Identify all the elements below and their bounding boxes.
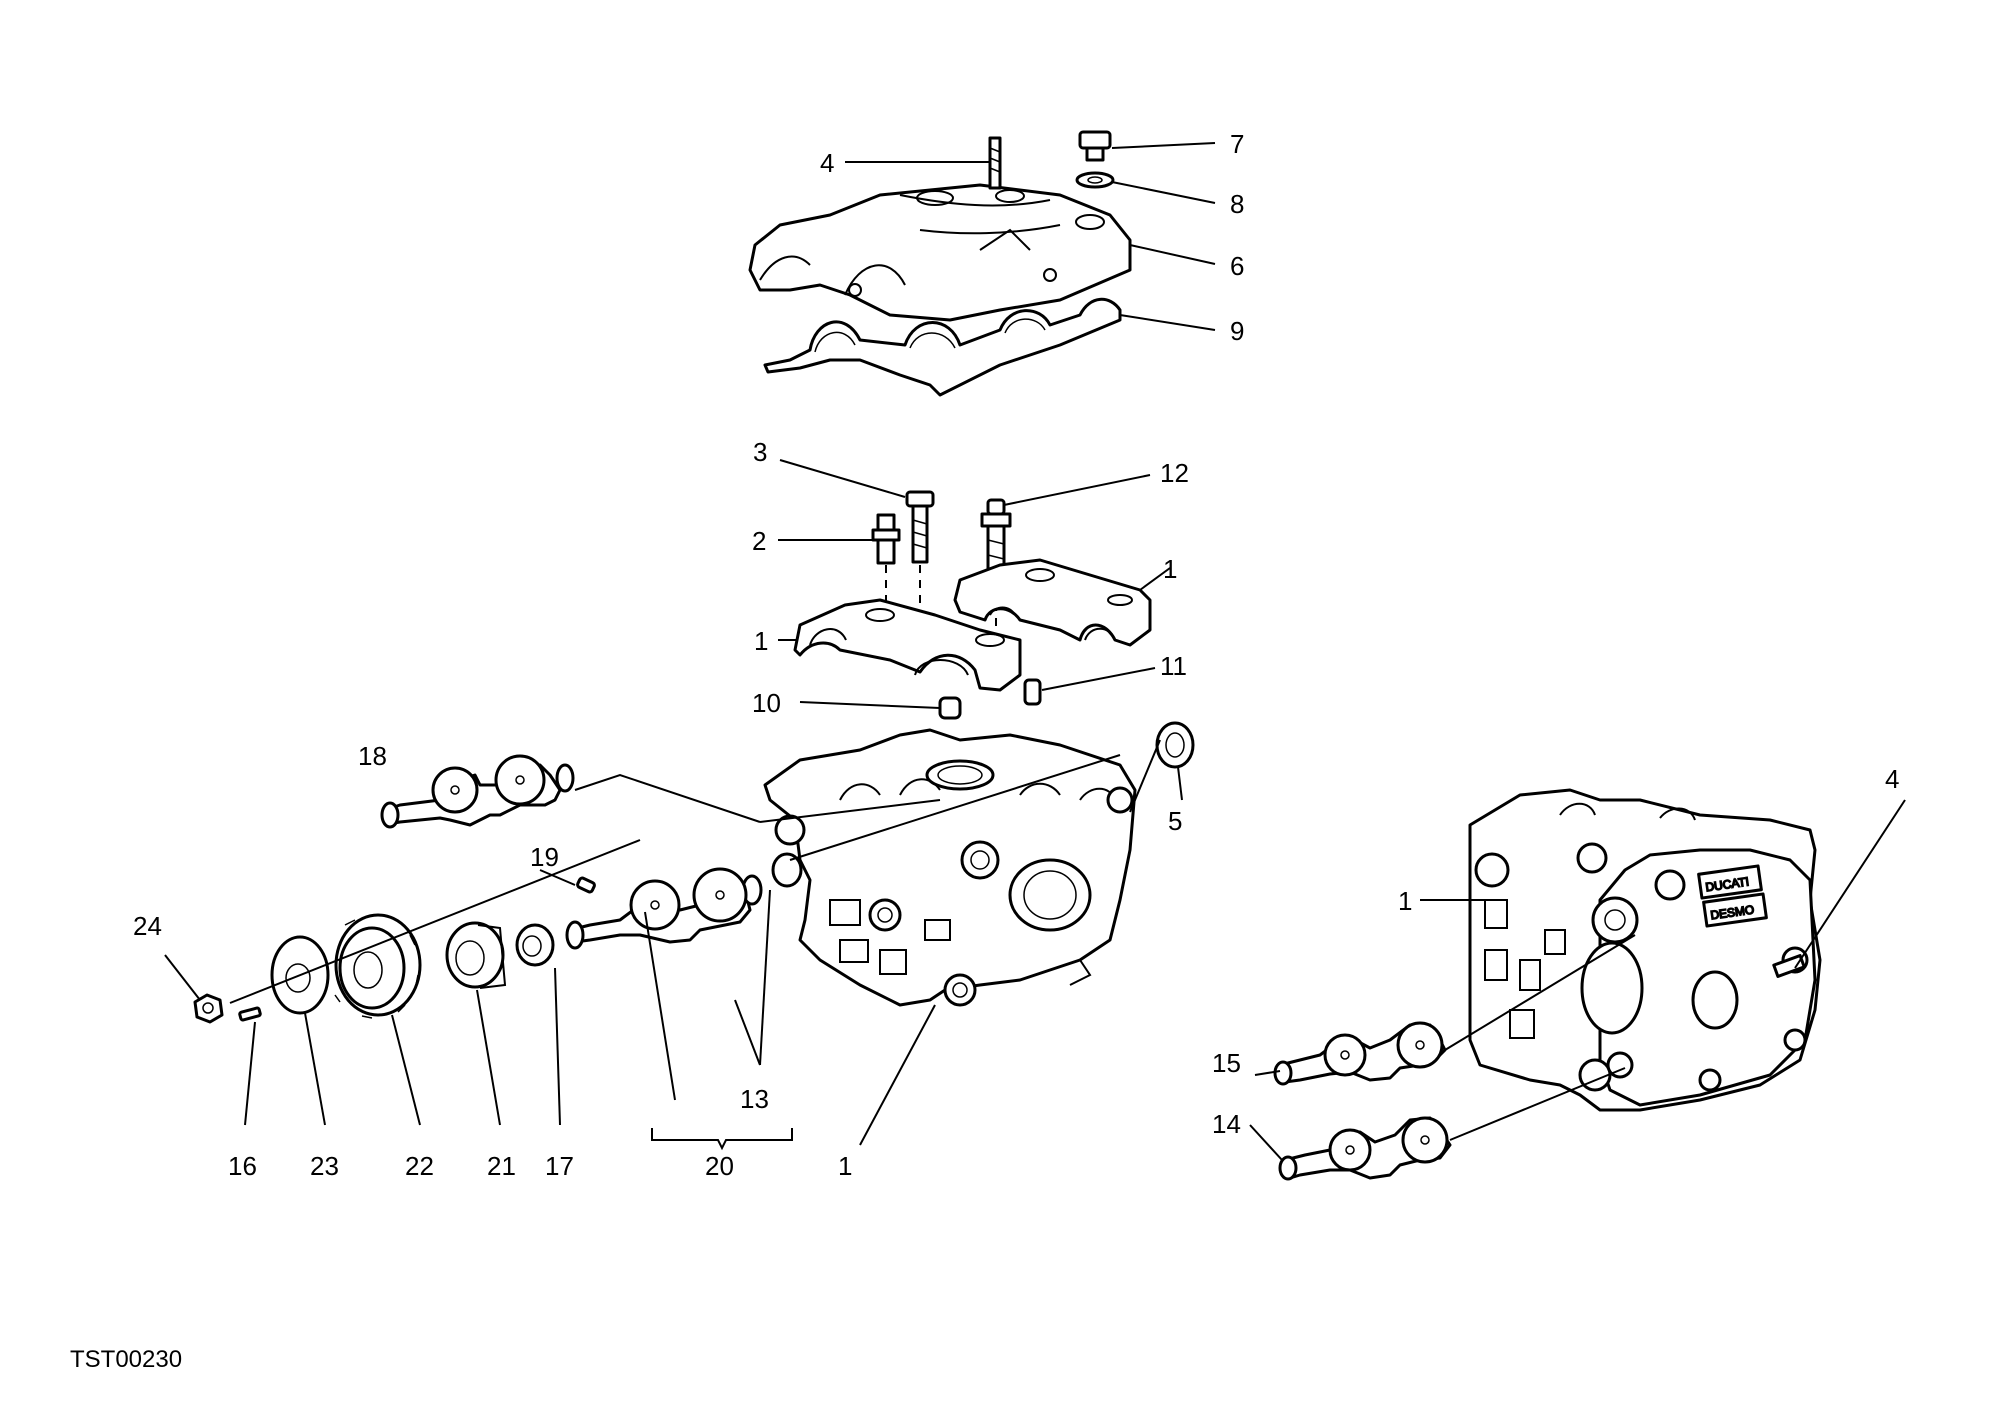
callout-4-top: 4 [820,148,834,178]
cover-washer [1075,171,1115,189]
cover-bolt [1078,130,1112,162]
nameplate-line-2: DESMO [1710,902,1756,922]
callout-18: 18 [358,741,387,771]
callout-13: 13 [740,1084,769,1114]
timing-pulley-22 [334,913,422,1019]
valve-cover-gasket [763,297,1122,397]
callout-15: 15 [1212,1048,1241,1078]
callout-1-right: 1 [1398,886,1412,916]
callout-1-capleft: 1 [754,626,768,656]
camshaft-14 [1278,1116,1452,1181]
camshaft-cap-left [793,598,1022,692]
callout-21: 21 [487,1151,516,1181]
key-19 [576,876,596,894]
callout-8: 8 [1230,189,1244,219]
callout-14: 14 [1212,1109,1241,1139]
valve-cover-stud [988,136,1002,190]
valve-cover [748,183,1132,322]
callout-6: 6 [1230,251,1244,281]
cylinder-head-center [763,728,1137,1007]
callout-19: 19 [530,842,559,872]
callout-23: 23 [310,1151,339,1181]
camshaft-cap-right [953,558,1152,647]
camshaft-15 [1273,1021,1447,1086]
callout-5: 5 [1168,806,1182,836]
screw-16 [238,1006,262,1022]
callout-3: 3 [753,437,767,467]
camshaft-20 [565,867,763,950]
seal-17 [515,923,555,967]
callout-2: 2 [752,526,766,556]
bolt-3 [905,490,935,564]
callout-17: 17 [545,1151,574,1181]
callout-22: 22 [405,1151,434,1181]
cylinder-head-right [1468,788,1822,1112]
camshaft-18 [380,754,575,829]
bearing-21 [445,921,507,989]
nut-24 [193,993,224,1024]
callout-1-capright: 1 [1163,554,1177,584]
stud-2 [871,513,901,565]
callout-4-right: 4 [1885,764,1899,794]
seal-ring-5 [1155,721,1195,769]
nameplate-line-1: DUCATI [1705,874,1750,894]
callout-7: 7 [1230,129,1244,159]
callout-9: 9 [1230,316,1244,346]
dowel-10 [938,696,962,720]
callout-10: 10 [752,688,781,718]
callout-24: 24 [133,911,162,941]
dowel-11 [1023,678,1042,706]
callout-16: 16 [228,1151,257,1181]
callout-20: 20 [705,1151,734,1181]
callout-12: 12 [1160,458,1189,488]
callout-11: 11 [1160,651,1187,681]
callout-1-head: 1 [838,1151,852,1181]
plug-13 [771,852,803,888]
drawing-code: TST00230 [70,1346,182,1373]
